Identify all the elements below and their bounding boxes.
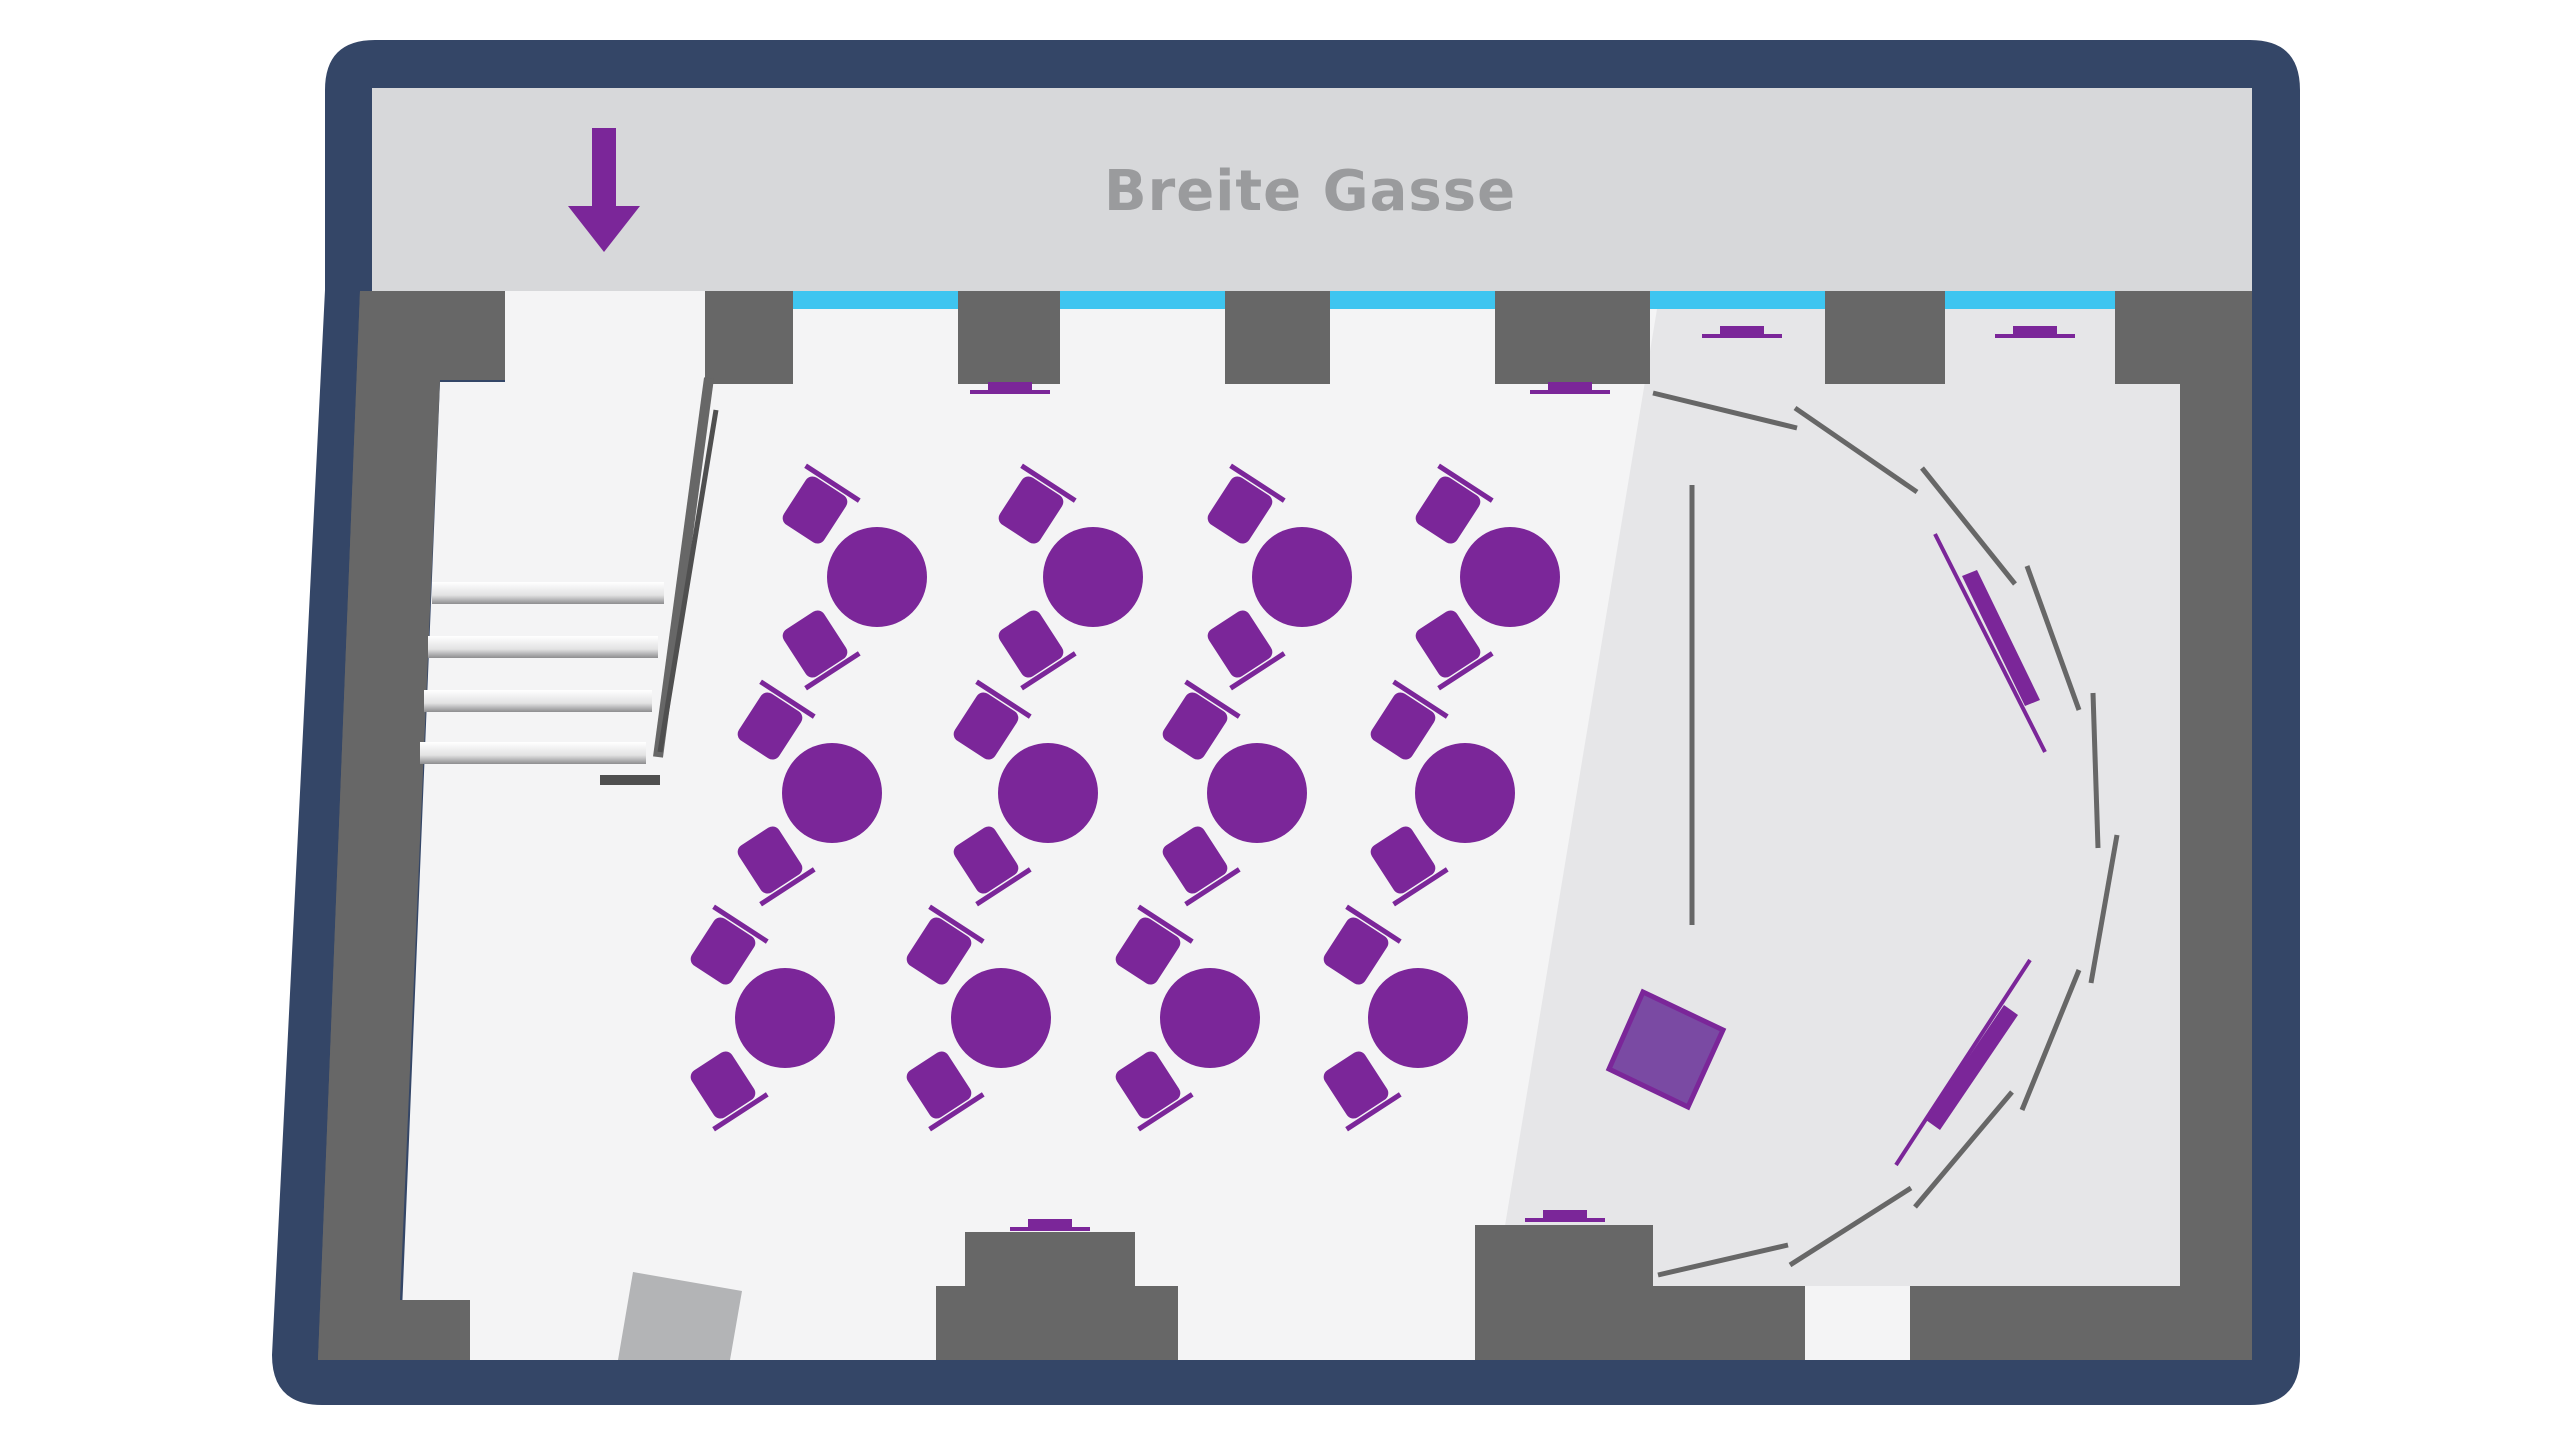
street-name: Breite Gasse [1104, 159, 1516, 224]
chair [1370, 679, 1449, 760]
lounge-table [1605, 988, 1727, 1111]
table-set [1162, 679, 1307, 907]
table-set [782, 463, 927, 691]
pillar [1825, 291, 1945, 384]
round-table [1207, 743, 1307, 843]
chair [1115, 1051, 1194, 1132]
arrow-down-icon [568, 128, 640, 252]
bar-counter [1894, 533, 2047, 1167]
door [618, 1272, 742, 1360]
round-table [827, 527, 927, 627]
chair [1115, 904, 1194, 985]
pillar [1495, 291, 1650, 384]
radiator [1530, 382, 1610, 394]
table-set [1115, 904, 1260, 1132]
chair [1323, 1051, 1402, 1132]
radiator [1702, 326, 1782, 338]
radiator [1525, 1210, 1605, 1222]
chair [953, 679, 1032, 760]
chair [906, 904, 985, 985]
chair [690, 904, 769, 985]
staircase [420, 377, 719, 785]
table-set [1415, 463, 1560, 691]
round-table [1160, 968, 1260, 1068]
table-set [1323, 904, 1468, 1132]
table-set [906, 904, 1051, 1132]
chair [998, 463, 1077, 544]
chair [737, 679, 816, 760]
bottom-block [1475, 1286, 1805, 1360]
round-table [735, 968, 835, 1068]
chair [1162, 679, 1241, 760]
table-set [953, 679, 1098, 907]
chair [1415, 610, 1494, 691]
round-table [998, 743, 1098, 843]
chair [1370, 826, 1449, 907]
chair [1162, 826, 1241, 907]
round-table [1415, 743, 1515, 843]
radiator [970, 326, 2075, 1231]
window [793, 291, 2115, 309]
chair [782, 463, 861, 544]
right-wall [2180, 291, 2252, 1360]
bottom-block [936, 1286, 1178, 1360]
radiator [1010, 1219, 1090, 1231]
round-table [782, 743, 882, 843]
table-set [998, 463, 1143, 691]
round-table [951, 968, 1051, 1068]
bottom-block [1910, 1286, 2180, 1360]
table-set [1370, 679, 1515, 907]
bottom-block [965, 1232, 1135, 1287]
chair [953, 826, 1032, 907]
radiator [1995, 326, 2075, 338]
chair [690, 1051, 769, 1132]
pillar [1225, 291, 1330, 384]
chair [1415, 463, 1494, 544]
round-table [1460, 527, 1560, 627]
chair [1207, 610, 1286, 691]
chair [1323, 904, 1402, 985]
chair [1207, 463, 1286, 544]
chair [737, 826, 816, 907]
tables-group [690, 463, 1560, 1132]
left-wall-block [318, 291, 505, 1360]
street [372, 88, 2252, 291]
chair [998, 610, 1077, 691]
pillar [705, 291, 793, 384]
round-table [1368, 968, 1468, 1068]
radiator [970, 382, 1050, 394]
pillar [958, 291, 1060, 384]
table-set [690, 904, 835, 1132]
curved-partition [1652, 390, 2120, 1278]
round-table [1252, 527, 1352, 627]
round-table [1043, 527, 1143, 627]
chair [906, 1051, 985, 1132]
table-set [1207, 463, 1352, 691]
chair [782, 610, 861, 691]
table-set [737, 679, 882, 907]
